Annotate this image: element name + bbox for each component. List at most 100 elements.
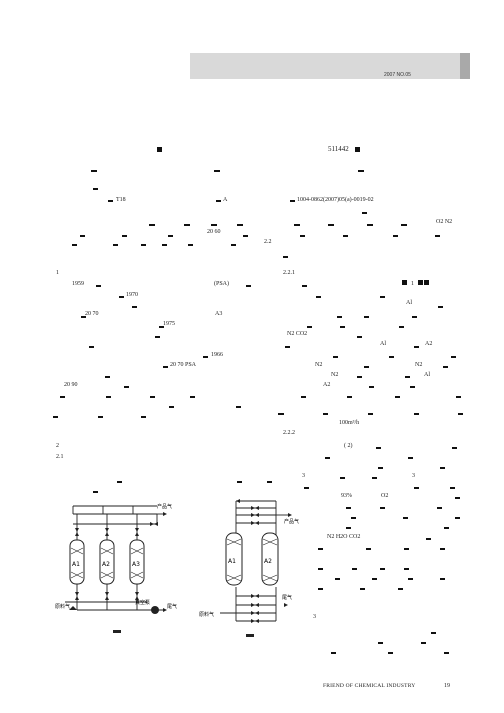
text-mark bbox=[378, 467, 383, 469]
text-al-3: Al bbox=[424, 372, 430, 378]
text-mark bbox=[450, 487, 455, 489]
tail-gas-label: 尾气 bbox=[282, 594, 292, 601]
text-mark bbox=[300, 235, 305, 237]
vacuum-pump-label: 真空泵 bbox=[135, 599, 150, 606]
text-block-mark bbox=[424, 280, 429, 285]
text-flow: 100m³/h bbox=[339, 420, 360, 426]
text-mark bbox=[214, 170, 220, 172]
text-mark bbox=[380, 507, 385, 509]
text-mark bbox=[451, 356, 456, 358]
text-o2-n2: O2 N2 bbox=[436, 219, 453, 225]
text-mark bbox=[80, 235, 85, 237]
text-mark bbox=[237, 481, 242, 483]
text-mark bbox=[358, 170, 364, 172]
text-al-1: Al bbox=[406, 300, 412, 306]
text-mark bbox=[458, 413, 463, 415]
text-mark bbox=[364, 316, 369, 318]
text-3a: 3 bbox=[302, 473, 305, 479]
text-mark bbox=[440, 548, 445, 550]
bed-label-a2: A2 bbox=[102, 561, 110, 568]
text-mark bbox=[108, 200, 113, 202]
text-o2: O2 bbox=[381, 493, 389, 499]
text-mark bbox=[89, 346, 94, 348]
text-block-mark bbox=[157, 147, 162, 152]
text-mark bbox=[290, 200, 295, 202]
text-mark bbox=[318, 588, 323, 590]
text-mark bbox=[168, 235, 173, 237]
text-percent: 93% bbox=[341, 493, 352, 499]
text-mark bbox=[155, 336, 160, 338]
text-mark bbox=[431, 632, 436, 634]
text-mark bbox=[346, 507, 351, 509]
text-mark bbox=[323, 413, 328, 415]
text-mark bbox=[414, 413, 419, 415]
text-3b: 3 bbox=[412, 473, 415, 479]
text-20-70: 20 70 bbox=[85, 311, 99, 317]
figure-1-diagram: A1 A2 A3 产品气 原料气 真空泵 尾气 bbox=[55, 503, 177, 633]
text-mark bbox=[367, 224, 373, 226]
text-mark bbox=[437, 507, 442, 509]
section-2-2: 2.2 bbox=[264, 239, 272, 245]
text-mark bbox=[318, 548, 323, 550]
section-2-2-2: 2.2.2 bbox=[283, 430, 295, 436]
text-n2-h2o-co2: N2 H2O CO2 bbox=[327, 534, 361, 540]
text-mark bbox=[211, 224, 217, 226]
text-mark bbox=[285, 346, 290, 348]
section-1: 1 bbox=[56, 270, 59, 276]
text-1: 1 bbox=[411, 281, 414, 287]
text-mark bbox=[96, 285, 101, 287]
text-mark bbox=[372, 477, 377, 479]
text-mark bbox=[294, 224, 300, 226]
text-mark bbox=[343, 235, 348, 237]
text-mark bbox=[188, 244, 193, 246]
text-mark bbox=[380, 296, 385, 298]
text-mark bbox=[91, 170, 97, 172]
section-2-1: 2.1 bbox=[56, 454, 64, 460]
text-mark bbox=[369, 386, 374, 388]
bed-label-a1: A1 bbox=[72, 561, 80, 568]
text-mark bbox=[331, 652, 336, 654]
text-mark bbox=[438, 306, 443, 308]
text-mark bbox=[357, 376, 362, 378]
text-mark bbox=[346, 527, 351, 529]
text-mark bbox=[159, 326, 164, 328]
text-mark bbox=[440, 467, 445, 469]
text-mark bbox=[333, 356, 338, 358]
text-mark bbox=[122, 235, 127, 237]
text-mark bbox=[393, 235, 398, 237]
text-mark bbox=[456, 396, 461, 398]
running-header: 2007 NO.05 bbox=[384, 72, 411, 78]
text-mark bbox=[444, 652, 449, 654]
text-mark bbox=[335, 578, 340, 580]
section-2: 2 bbox=[56, 443, 59, 449]
text-mark bbox=[307, 326, 312, 328]
text-mark bbox=[366, 548, 371, 550]
text-mark bbox=[398, 588, 403, 590]
text-mark bbox=[414, 346, 419, 348]
text-mark bbox=[190, 396, 195, 398]
text-mark bbox=[399, 326, 404, 328]
text-a3: A3 bbox=[215, 311, 223, 317]
year-1959: 1959 bbox=[72, 281, 84, 287]
journal-footer: FRIEND OF CHEMICAL INDUSTRY bbox=[323, 683, 416, 689]
text-mark bbox=[301, 396, 306, 398]
text-mark bbox=[93, 188, 98, 190]
text-mark bbox=[452, 447, 457, 449]
text-mark bbox=[403, 517, 408, 519]
text-mark bbox=[304, 487, 309, 489]
text-mark bbox=[380, 568, 385, 570]
year-1970: 1970 bbox=[126, 292, 138, 298]
text-block-mark bbox=[402, 280, 407, 285]
text-a: A bbox=[223, 197, 228, 203]
text-mark bbox=[60, 396, 65, 398]
text-mark bbox=[357, 336, 362, 338]
text-mark bbox=[132, 306, 137, 308]
text-mark bbox=[426, 538, 431, 540]
text-mark bbox=[216, 200, 221, 202]
feed-gas-label: 原料气 bbox=[55, 603, 70, 610]
text-mark bbox=[328, 224, 334, 226]
text-n2-2: N2 bbox=[415, 362, 423, 368]
text-mark bbox=[117, 481, 122, 483]
header-bar bbox=[190, 53, 460, 79]
text-mark bbox=[444, 527, 449, 529]
